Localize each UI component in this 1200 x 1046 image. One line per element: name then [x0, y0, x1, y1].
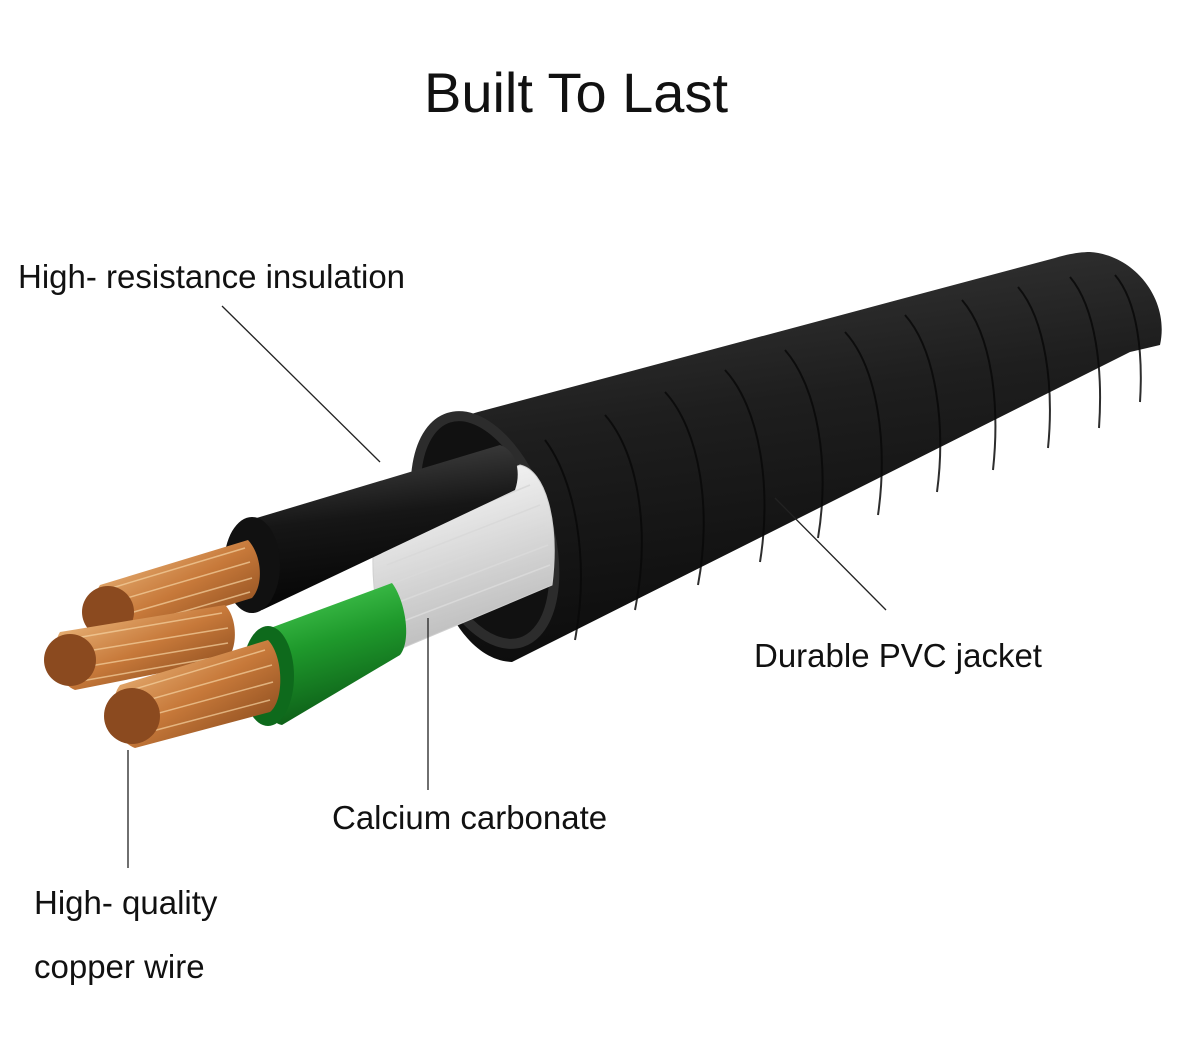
leader-lines	[127, 305, 887, 868]
leader-jacket	[774, 497, 887, 611]
copper-strands	[44, 540, 281, 748]
label-copper-line2: copper wire	[34, 948, 205, 985]
label-copper-line1: High- quality	[34, 884, 218, 921]
label-insulation: High- resistance insulation	[18, 258, 406, 295]
page-title: Built To Last	[423, 61, 729, 124]
label-pvc-jacket: Durable PVC jacket	[754, 637, 1042, 674]
leader-insulation	[221, 305, 381, 463]
label-calcium-carbonate: Calcium carbonate	[332, 799, 608, 836]
